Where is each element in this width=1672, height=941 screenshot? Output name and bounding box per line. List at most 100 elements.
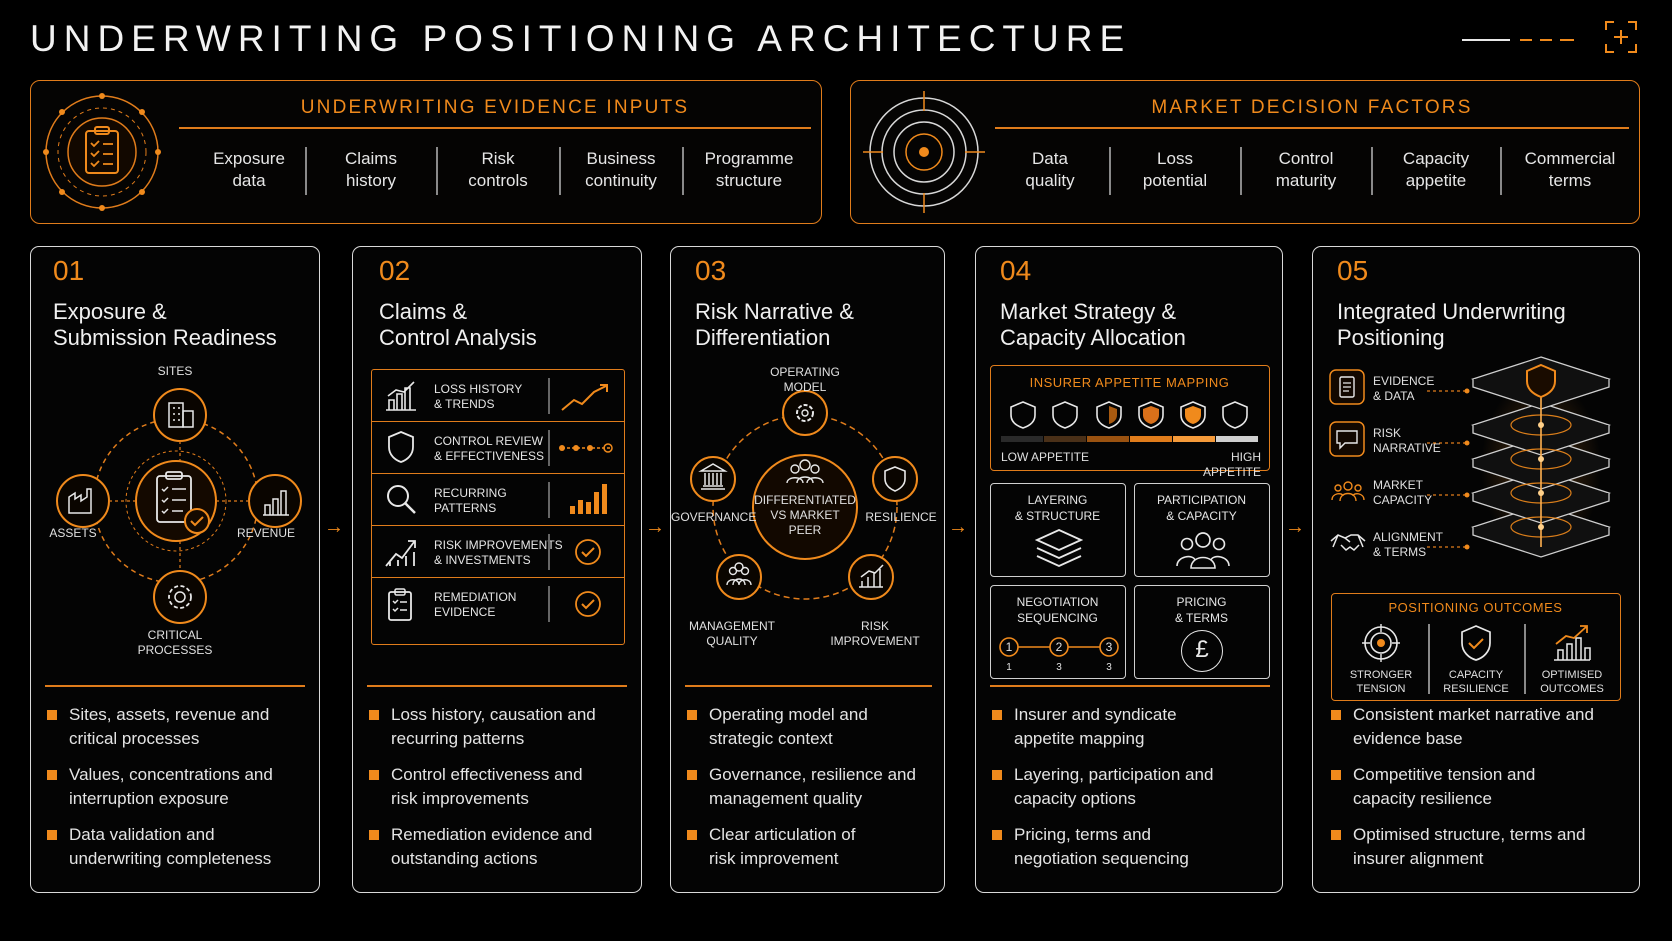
diagram-label-resilience: RESILIENCE — [865, 510, 937, 524]
divider — [548, 482, 550, 518]
list-item: LOSS HISTORY & TRENDS — [372, 370, 624, 422]
divider — [1500, 147, 1502, 195]
rising-bars-icon — [570, 484, 607, 514]
connected-nodes-icon — [559, 443, 613, 453]
market-factors-panel: MARKET DECISION FACTORS Data quality Los… — [850, 80, 1640, 224]
sequence-steps — [999, 637, 1119, 657]
tile-label: PRICING & TERMS — [1174, 595, 1229, 625]
bullet: Optimised structure, terms and insurer a… — [1331, 823, 1637, 871]
bullet: Governance, resilience and management qu… — [687, 763, 942, 811]
appetite-mapping-box: INSURER APPETITE MAPPING LOW APPETITE HI… — [990, 365, 1270, 479]
list-item: REMEDIATION EVIDENCE — [372, 578, 624, 630]
divider — [1109, 147, 1111, 195]
arrow-right-icon: → — [645, 516, 665, 538]
bullet: Insurer and syndicate appetite mapping — [992, 703, 1280, 751]
card-rule — [367, 685, 627, 687]
bullet: Remediation evidence and outstanding act… — [369, 823, 635, 871]
outcomes-title: POSITIONING OUTCOMES — [1388, 600, 1563, 615]
step-subnumber: 3 — [1106, 662, 1112, 673]
diagram-label-critical: CRITICAL PROCESSES — [137, 628, 213, 657]
card-bullets: Sites, assets, revenue and critical proc… — [47, 703, 311, 883]
bullet: Clear articulation of risk improvement — [687, 823, 942, 871]
divider — [548, 378, 550, 414]
divider — [548, 534, 550, 570]
shield-icon — [388, 431, 414, 463]
evidence-inputs-panel: UNDERWRITING EVIDENCE INPUTS Exposure da… — [30, 80, 822, 224]
tile-label: LAYERING & STRUCTURE — [1014, 493, 1101, 523]
evidence-title-rule — [179, 127, 811, 129]
diagram-label-governance: GOVERNANCE — [671, 510, 757, 524]
bullet: Values, concentrations and interruption … — [47, 763, 311, 811]
bullet: Consistent market narrative and evidence… — [1331, 703, 1637, 751]
card-number: 01 — [53, 255, 85, 286]
bullet: Competitive tension and capacity resilie… — [1331, 763, 1637, 811]
card-bullets: Loss history, causation and recurring pa… — [369, 703, 635, 883]
card-rule — [45, 685, 305, 687]
pound-coin-icon: £ — [1181, 630, 1223, 672]
tile-participation: PARTICIPATION & CAPACITY — [1134, 483, 1270, 577]
card-title: Exposure & Submission Readiness — [53, 299, 277, 350]
evidence-item-risk: Risk controls — [468, 149, 528, 190]
bullet: Control effectiveness and risk improveme… — [369, 763, 635, 811]
appetite-title: INSURER APPETITE MAPPING — [1029, 375, 1230, 390]
arrow-right-icon: → — [948, 516, 968, 538]
card-bullets: Insurer and syndicate appetite mapping L… — [992, 703, 1280, 883]
appetite-low-label: LOW APPETITE — [1001, 450, 1090, 464]
card-number: 04 — [1000, 255, 1032, 286]
tile-label: PARTICIPATION & CAPACITY — [1156, 493, 1247, 523]
arrow-right-icon: → — [1285, 516, 1305, 538]
differentiation-diagram — [690, 390, 918, 600]
list-item-label: LOSS HISTORY & TRENDS — [434, 382, 523, 411]
diagram-label-assets: ASSETS — [49, 526, 97, 540]
divider — [548, 430, 550, 466]
evidence-panel-title: UNDERWRITING EVIDENCE INPUTS — [300, 97, 690, 118]
divider — [1240, 147, 1242, 195]
divider — [305, 147, 307, 195]
diagram-label-center: DIFFERENTIATED VS MARKET PEER — [754, 493, 856, 537]
step-number: 1 — [1005, 640, 1013, 654]
growth-chart-icon — [385, 540, 416, 567]
market-item-commercial-terms: Commercial terms — [1524, 149, 1616, 190]
stack-item-label: EVIDENCE & DATA — [1373, 374, 1435, 403]
outcome-label: STRONGER TENSION — [1349, 669, 1413, 695]
divider — [1371, 147, 1373, 195]
bullet: Data validation and underwriting complet… — [47, 823, 311, 871]
card-number: 03 — [695, 255, 727, 286]
appetite-high-label: HIGH APPETITE — [1202, 450, 1261, 479]
step-subnumber: 1 — [1006, 662, 1012, 673]
bullet: Sites, assets, revenue and critical proc… — [47, 703, 311, 751]
step-subnumber: 3 — [1056, 662, 1062, 673]
handshake-icon — [1330, 534, 1366, 551]
card-risk-narrative: 03 Risk Narrative & Differentiation DIFF… — [670, 246, 945, 893]
market-title-rule — [995, 127, 1629, 129]
positioning-outcomes-box: POSITIONING OUTCOMES STRONGER TENSION CA… — [1331, 593, 1621, 701]
check-circle-icon — [575, 539, 601, 565]
header-decoration-lines — [1462, 39, 1574, 41]
expand-icon[interactable] — [1604, 20, 1638, 54]
growth-chart-icon — [1554, 625, 1591, 661]
arrow-right-icon: → — [324, 516, 344, 538]
clipboard-checklist-icon — [43, 93, 161, 211]
magnifier-icon — [387, 485, 416, 514]
list-item-label: CONTROL REVIEW & EFFECTIVENESS — [434, 434, 545, 463]
card-exposure: 01 Exposure & Submission Readiness SITES… — [30, 246, 320, 893]
market-item-loss-potential: Loss potential — [1142, 149, 1208, 190]
clipboard-icon — [1329, 369, 1365, 405]
diagram-label-sites: SITES — [157, 364, 193, 378]
divider — [682, 147, 684, 195]
stack-item-label: RISK NARRATIVE — [1373, 426, 1441, 455]
divider — [559, 147, 561, 195]
stack-item-label: MARKET CAPACITY — [1373, 478, 1433, 507]
card-title: Integrated Underwriting Positioning — [1337, 299, 1566, 350]
step-number: 2 — [1055, 640, 1063, 654]
card-bullets: Operating model and strategic context Go… — [687, 703, 942, 883]
target-icon — [1362, 624, 1400, 662]
speech-bubble-icon — [1329, 421, 1365, 457]
divider — [548, 586, 550, 622]
diagram-label-management: MANAGEMENT QUALITY — [688, 619, 775, 648]
card-claims: 02 Claims & Control Analysis LOSS HISTOR… — [352, 246, 642, 893]
list-item-label: RISK IMPROVEMENTS & INVESTMENTS — [434, 538, 563, 567]
layers-icon — [1035, 529, 1083, 567]
tile-layering: LAYERING & STRUCTURE — [990, 483, 1126, 577]
list-item: CONTROL REVIEW & EFFECTIVENESS — [372, 422, 624, 474]
